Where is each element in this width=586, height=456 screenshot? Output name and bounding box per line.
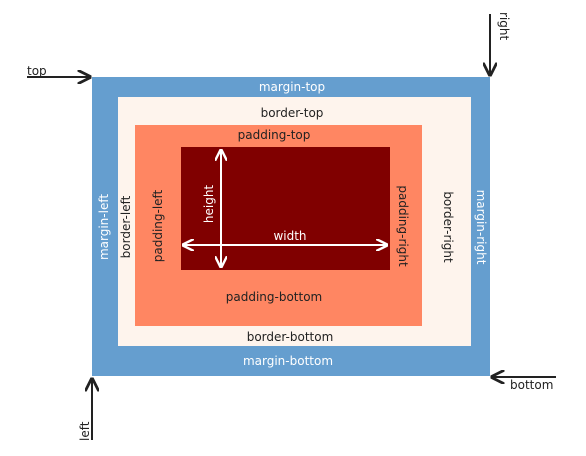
height-label: height xyxy=(202,185,216,224)
margin-right-label: margin-right xyxy=(474,190,488,265)
padding-left-label: padding-left xyxy=(151,189,165,262)
border-left-label: border-left xyxy=(119,195,133,258)
left-pointer-label: left xyxy=(78,421,92,441)
padding-right-label: padding-right xyxy=(396,185,410,267)
border-top-label: border-top xyxy=(261,106,324,120)
border-bottom-label: border-bottom xyxy=(247,330,334,344)
margin-top-label: margin-top xyxy=(259,80,325,94)
padding-bottom-label: padding-bottom xyxy=(226,290,323,304)
bottom-pointer-label: bottom xyxy=(510,378,553,392)
border-right-label: border-right xyxy=(441,191,455,263)
padding-top-label: padding-top xyxy=(238,128,311,142)
top-pointer-label: top xyxy=(27,64,47,78)
margin-bottom-label: margin-bottom xyxy=(243,354,333,368)
width-label: width xyxy=(273,229,306,243)
right-pointer-label: right xyxy=(497,12,511,40)
margin-left-label: margin-left xyxy=(97,194,111,260)
